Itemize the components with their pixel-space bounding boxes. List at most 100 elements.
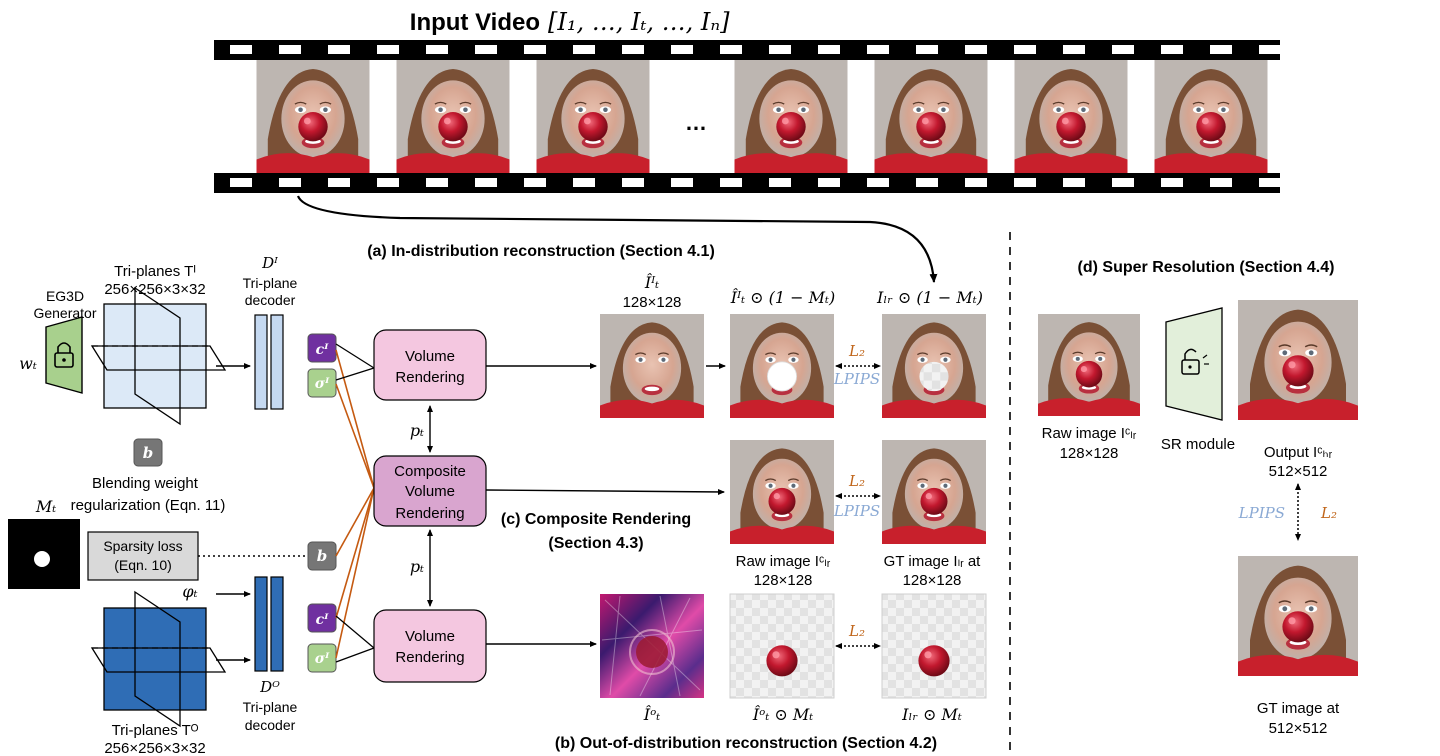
sr-output-image — [1238, 299, 1358, 421]
image-a2-label: Îᴵₜ ⊙ (1 − Mₜ) — [730, 287, 835, 307]
film-perforation — [279, 178, 301, 187]
film-perforation — [1259, 45, 1281, 54]
phi-label: φₜ — [182, 582, 197, 601]
volume-rendering-bottom-label-1: Volume — [405, 628, 455, 645]
sr-gt-label-2: 512×512 — [1269, 720, 1328, 737]
decoder-in-name: Dᴵ — [261, 254, 278, 272]
volume-rendering-top — [373, 329, 487, 401]
film-perforation — [475, 178, 497, 187]
film-perforation — [475, 45, 497, 54]
volume-rendering-top-label-1: Volume — [405, 348, 455, 365]
triplane-out — [90, 590, 227, 728]
density-box-top — [307, 368, 337, 398]
film-perforation — [279, 45, 301, 54]
video-frame-4 — [733, 60, 849, 173]
image-composite-gt — [882, 440, 986, 544]
image-rendered-out-masked — [729, 593, 835, 699]
image-c-gt-label-2: 128×128 — [903, 572, 962, 589]
frames-ellipsis: … — [685, 110, 707, 135]
film-perforation — [573, 45, 595, 54]
film-perforation — [1014, 45, 1036, 54]
decoder-out-label-2: decoder — [245, 717, 296, 733]
sparsity-loss-label-2: (Eqn. 10) — [114, 557, 172, 573]
density-label-top: σᴵ — [315, 376, 330, 392]
film-perforation — [1112, 45, 1134, 54]
pt-label-bottom: pₜ — [410, 557, 424, 576]
film-perforation — [818, 45, 840, 54]
triplane-out-label-1: Tri-planes Tᴼ — [112, 722, 199, 739]
film-perforation — [671, 178, 693, 187]
generator-input-w: wₜ — [19, 354, 37, 373]
volume-rendering-top-label-2: Rendering — [395, 369, 464, 386]
composite-label-1: Composite — [394, 463, 466, 480]
image-c-raw-label-1: Raw image Iᶜₗᵣ — [736, 553, 831, 570]
image-c-gt-label-1: GT image Iₗᵣ at — [884, 553, 982, 570]
lock-icon — [54, 342, 74, 368]
image-rendered-masked — [730, 314, 834, 418]
film-perforation — [328, 178, 350, 187]
video-frame-2 — [395, 60, 511, 173]
volume-rendering-bottom-label-2: Rendering — [395, 649, 464, 666]
sr-raw-label-2: 128×128 — [1060, 445, 1119, 462]
blend-b-label: b — [143, 444, 154, 462]
film-perforations — [230, 45, 1281, 187]
sr-module-label: SR module — [1161, 436, 1235, 453]
sparsity-loss-label-1: Sparsity loss — [103, 538, 182, 554]
film-perforation — [377, 178, 399, 187]
film-perforation — [1161, 45, 1183, 54]
film-perforation — [867, 45, 889, 54]
volume-connectors — [335, 343, 375, 663]
section-c-heading-1: (c) Composite Rendering — [501, 511, 691, 528]
image-rendered-out — [600, 594, 704, 698]
mask-hole — [34, 551, 50, 567]
film-perforation — [377, 45, 399, 54]
film-perforation — [818, 178, 840, 187]
section-c-heading-2: (Section 4.3) — [548, 535, 643, 552]
film-perforation — [524, 178, 546, 187]
volume-rendering-bottom — [373, 609, 487, 683]
image-b3-label: Iₗᵣ ⊙ Mₜ — [901, 705, 962, 724]
decoder-in-layer-2 — [270, 314, 284, 410]
video-frame-6 — [1013, 60, 1129, 173]
video-title-math: [I₁, …, Iₜ, …, Iₙ] — [548, 8, 730, 36]
film-perforation — [622, 45, 644, 54]
film-perforation — [524, 45, 546, 54]
section-d-heading: (d) Super Resolution (Section 4.4) — [1078, 259, 1335, 276]
film-perforation — [720, 45, 742, 54]
film-perforation — [1161, 178, 1183, 187]
film-perforation — [769, 178, 791, 187]
composite-label-2: Volume — [405, 483, 455, 500]
mask-label: Mₜ — [35, 497, 56, 516]
film-perforation — [1210, 178, 1232, 187]
image-a1-label-1: Îᴵₜ — [644, 272, 659, 292]
loss-a-lpips: LPIPS — [833, 370, 880, 388]
image-b2-label: Îᵒₜ ⊙ Mₜ — [752, 704, 813, 724]
composite-label-3: Rendering — [395, 505, 464, 522]
image-c-raw-label-2: 128×128 — [754, 572, 813, 589]
video-title-text: Input Video — [410, 9, 540, 36]
blend-label-2: regularization (Eqn. 11) — [71, 497, 226, 514]
decoder-out-name: Dᴼ — [259, 678, 280, 696]
film-perforation — [720, 178, 742, 187]
color-label-top: cᴵ — [316, 342, 330, 358]
film-perforation — [916, 178, 938, 187]
video-title: Input Video [I₁, …, Iₜ, …, Iₙ] — [410, 8, 730, 36]
sr-loss-lpips: LPIPS — [1238, 504, 1285, 522]
sparsity-b-label: b — [317, 547, 328, 565]
film-perforation — [1063, 178, 1085, 187]
film-perforation — [965, 45, 987, 54]
color-box-top — [307, 333, 337, 363]
sr-gt-label-1: GT image at — [1257, 700, 1340, 717]
image-target-masked — [882, 314, 986, 418]
decoder-out-layer-1 — [254, 576, 268, 672]
decoder-in-label-1: Tri-plane — [243, 275, 298, 291]
composite-to-image — [485, 488, 725, 495]
sr-raw-label-1: Raw image Iᶜₗᵣ — [1042, 425, 1137, 442]
decoder-in-label-2: decoder — [245, 292, 296, 308]
image-composite-raw — [730, 440, 834, 544]
sr-output-label-1: Output Iᶜₕᵣ — [1264, 444, 1333, 461]
loss-a-l2: L₂ — [848, 342, 865, 360]
film-perforation — [1063, 45, 1085, 54]
loss-c-l2: L₂ — [848, 472, 865, 490]
